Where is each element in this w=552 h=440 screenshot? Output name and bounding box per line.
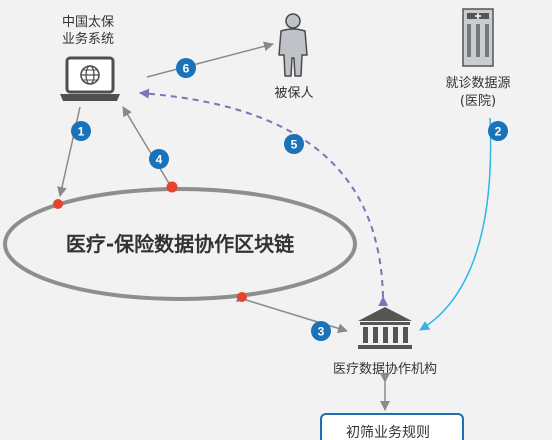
arrow-insurer-to-chain [57, 106, 81, 197]
institution-building-icon [358, 307, 412, 349]
person-icon [278, 13, 308, 77]
coop-institution-label: 医疗数据协作机构 [333, 362, 437, 377]
screening-rules-box [320, 413, 464, 440]
arrow-insurer-to-insured [146, 41, 274, 78]
step-badge-5: 5 [284, 134, 304, 154]
hospital-label-line2: (医院) [460, 94, 496, 109]
svg-text:5: 5 [291, 138, 298, 152]
step-badge-4: 4 [149, 149, 169, 169]
step-badge-1: 1 [71, 121, 91, 141]
step-badge-3: 3 [311, 321, 331, 341]
screening-rules-label: 初筛业务规则 [346, 424, 430, 440]
svg-text:3: 3 [318, 325, 325, 339]
step-badge-6: 6 [176, 58, 196, 78]
insurer-label-line2: 业务系统 [62, 31, 114, 47]
coop-institution-node: 医疗数据协作机构 [333, 307, 437, 377]
arrow-chain-to-insurer [122, 106, 171, 186]
chain-dot-4 [166, 181, 178, 193]
step-badge-2: 2 [488, 121, 508, 141]
hospital-building-icon [462, 8, 494, 67]
svg-text:2: 2 [495, 125, 502, 139]
arrow-coop-insurer-dashed [139, 88, 389, 307]
blockchain-label: 医疗-保险数据协作区块链 [66, 232, 295, 256]
chain-dot-1 [53, 199, 63, 209]
insured-person-node: 被保人 [274, 13, 314, 101]
screening-rules-node: 初筛业务规则 [320, 413, 464, 440]
chain-dot-3 [237, 292, 247, 302]
laptop-globe-icon [60, 56, 120, 101]
insurer-label-line1: 中国太保 [62, 15, 114, 30]
svg-text:4: 4 [156, 153, 163, 167]
arrow-chain-coop [235, 292, 348, 334]
svg-text:6: 6 [183, 62, 190, 76]
svg-text:1: 1 [78, 125, 85, 139]
hospital-node: 就诊数据源 (医院) [445, 8, 511, 109]
insurer-system-node: 中国太保 业务系统 [60, 15, 120, 101]
insured-label: 被保人 [274, 86, 313, 101]
hospital-label-line1: 就诊数据源 [445, 76, 510, 91]
arrow-hospital-to-coop [419, 117, 492, 331]
